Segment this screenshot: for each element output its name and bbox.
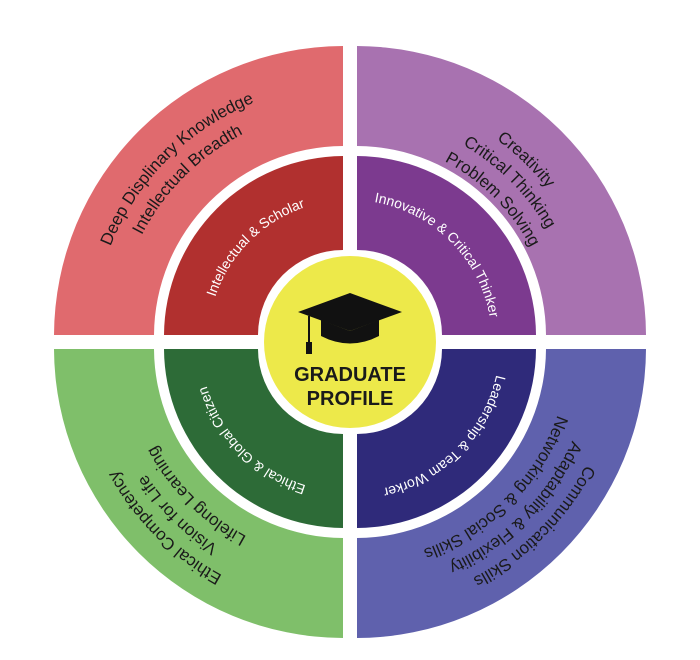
outer-ring-segment-communication bbox=[357, 349, 646, 638]
inner-ring-segment-ethical-global-citizen bbox=[164, 349, 343, 528]
inner-ring-segment-intellectual-scholar bbox=[164, 156, 343, 335]
center-hub: GRADUATE PROFILE bbox=[264, 256, 436, 428]
outer-ring-segment-ethical-competency bbox=[54, 349, 343, 638]
quadrant-ethical-global-citizen: Ethical Competency Vision for Life Lifel… bbox=[54, 349, 343, 638]
graduation-cap-icon bbox=[298, 293, 402, 354]
center-title-line2: PROFILE bbox=[307, 388, 394, 410]
inner-ring-segment-leadership-team-worker bbox=[357, 349, 536, 528]
inner-ring-segment-innovative-critical-thinker bbox=[357, 156, 536, 335]
outer-ring-segment-creativity bbox=[357, 46, 646, 335]
outer-ring-segment-intellectual-breadth bbox=[54, 46, 343, 335]
center-title-line1: GRADUATE bbox=[294, 364, 406, 386]
